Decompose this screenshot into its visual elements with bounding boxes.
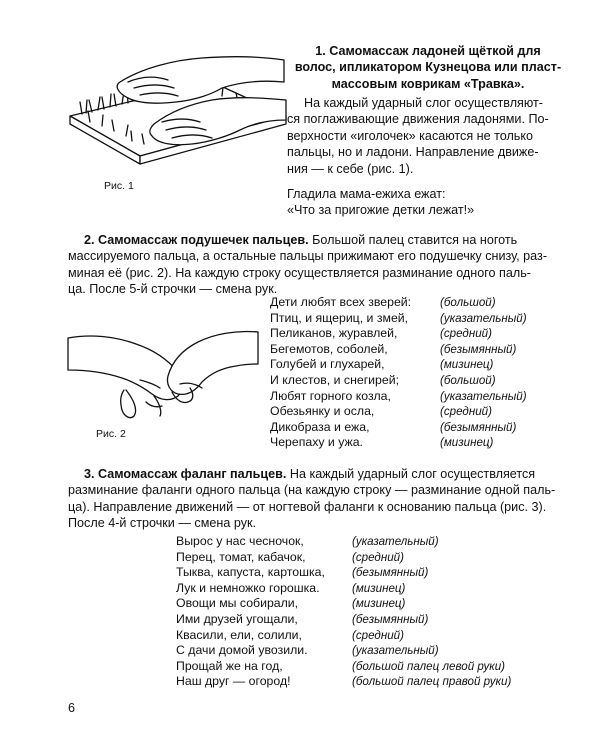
poem-row: Обезьянку и осла, (средний) <box>270 404 590 420</box>
poem-line: Вырос у нас чесночок, <box>176 534 304 548</box>
poem-line: Дикобраза и ежа, <box>270 419 370 434</box>
finger-label: (указательный) <box>440 311 527 325</box>
section-3-intro-line: После 4-й строчки — смена рук. <box>68 516 257 531</box>
poem-row: Прощай же на год, (большой палец левой ру… <box>176 659 596 675</box>
poem-line: Голубей и глухарей, <box>270 357 385 372</box>
section-1-body-line: ся поглаживающие движения ладонями. По- <box>287 112 549 127</box>
finger-label: (указательный) <box>352 644 439 658</box>
poem-line: Птиц, и ящериц, и змей, <box>270 310 409 325</box>
poem-line: С дачи домой увозили. <box>176 643 308 658</box>
finger-label: (безымянный) <box>352 566 429 580</box>
finger-pad-massage-illustration <box>67 330 259 419</box>
section-1-body-line: ния — к себе (рис. 1). <box>287 161 414 176</box>
section-1-body-line: верхности «иголочек» касаются не только <box>287 128 534 143</box>
poem-line: Дети любят всех зверей: <box>270 295 412 309</box>
poem-line: И клестов, и снегирей; <box>270 372 400 387</box>
poem-line: Черепаху и ужа. <box>270 435 363 450</box>
section-1-body-line: На каждый ударный слог осуществляют- <box>304 96 543 110</box>
section-2-intro-line: миная её (рис. 2). На каждую строку осущ… <box>68 265 531 280</box>
poem-row: Дикобраза и ежа, (безымянный) <box>270 420 590 436</box>
section-3-intro-line: ца). Направление движений — от ногтевой … <box>68 499 547 514</box>
poem-line: Перец, томат, кабачок, <box>176 549 306 564</box>
poem-row: С дачи домой увозили. (указательный) <box>176 643 596 659</box>
figure-1 <box>62 38 292 173</box>
section-3-title: 3. Самомассаж фаланг пальцев. <box>84 467 287 481</box>
finger-label: (средний) <box>352 550 404 564</box>
figure-2 <box>64 318 260 428</box>
poem-line: Тыква, капуста, картошка, <box>176 565 325 580</box>
poem-row: Тыква, капуста, картошка, (безымянный) <box>176 565 596 581</box>
finger-label: (средний) <box>440 405 492 419</box>
section-1-body-line: пальцы, но и ладони. Направление движе- <box>287 145 539 160</box>
poem-line: Ими друзей угощали, <box>176 611 298 626</box>
verse-line: Гладила мама-ежиха ежат: <box>287 187 446 201</box>
section-2-intro: 2. Самомассаж подушечек пальцев. Большой… <box>68 232 588 298</box>
section-3-first-line: 3. Самомассаж фаланг пальцев. На каждый … <box>68 466 588 482</box>
finger-label: (мизинец) <box>352 597 406 611</box>
finger-label: (большой палец правой руки) <box>352 675 512 689</box>
section-3-intro-text: На каждый ударный слог осуществляется <box>289 467 536 481</box>
figure-2-caption: Рис. 2 <box>96 428 126 440</box>
poem-line: Прощай же на год, <box>176 658 283 673</box>
section-2-intro-line: ца. После 5-й строчки — смена рук. <box>68 282 278 297</box>
poem-line: Наш друг — огород! <box>176 674 291 689</box>
poem-row: Наш друг — огород! (большой палец правой … <box>176 674 596 690</box>
finger-label: (мизинец) <box>352 581 406 595</box>
poem-row: Овощи мы собирали, (мизинец) <box>176 596 596 612</box>
finger-label: (безымянный) <box>440 420 517 434</box>
poem-row: Пеликанов, журавлей, (средний) <box>270 326 590 342</box>
poem-row: Лук и немножко горошка. (мизинец) <box>176 581 596 597</box>
poem-line: Лук и немножко горошка. <box>176 580 320 595</box>
poem-2: Дети любят всех зверей: (большой) Птиц, и… <box>270 295 590 451</box>
poem-row: Птиц, и ящериц, и змей, (указательный) <box>270 311 590 327</box>
page-number: 6 <box>68 701 76 715</box>
finger-label: (указательный) <box>352 535 439 548</box>
section-1-title-line: массовым коврикам «Травка». <box>331 76 525 91</box>
finger-label: (средний) <box>440 327 492 341</box>
section-1-title: 1. Самомассаж ладоней щёткой для волос, … <box>278 43 578 92</box>
section-1-title-line: 1. Самомассаж ладоней щёткой для <box>315 44 541 58</box>
section-1-verse: Гладила мама-ежиха ежат: «Что за пригожи… <box>287 186 583 219</box>
finger-label: (средний) <box>352 628 404 642</box>
poem-line: Пеликанов, журавлей, <box>270 326 398 341</box>
section-2-title: 2. Самомассаж подушечек пальцев. <box>84 233 309 247</box>
poem-3: Вырос у нас чесночок, (указательный) Пере… <box>176 534 596 690</box>
poem-line: Квасили, ели, солили, <box>176 627 302 642</box>
section-2-intro-text: Большой палец ставится на ноготь <box>312 233 518 247</box>
figure-1-caption: Рис. 1 <box>104 180 134 192</box>
poem-line: Любят горного козла, <box>270 388 391 403</box>
poem-line: Бегемотов, соболей, <box>270 341 388 356</box>
finger-label: (безымянный) <box>352 612 429 626</box>
poem-row: Любят горного козла, (указательный) <box>270 389 590 405</box>
poem-line: Обезьянку и осла, <box>270 404 375 419</box>
finger-label: (большой) <box>440 373 496 387</box>
poem-row: И клестов, и снегирей; (большой) <box>270 373 590 389</box>
section-1-title-line: волос, ипликатором Кузнецова или пласт- <box>294 60 562 75</box>
finger-label: (большой) <box>440 296 496 309</box>
section-3-intro: 3. Самомассаж фаланг пальцев. На каждый … <box>68 466 588 532</box>
poem-row: Дети любят всех зверей: (большой) <box>270 295 590 311</box>
section-2-intro-line: массируемого пальца, а остальные пальцы … <box>68 249 548 264</box>
section-1-body: На каждый ударный слог осуществляют- ся … <box>287 95 583 177</box>
massage-mat-hands-illustration <box>69 56 287 165</box>
finger-label: (безымянный) <box>440 342 517 356</box>
finger-label: (большой палец левой руки) <box>352 659 506 673</box>
poem-row: Вырос у нас чесночок, (указательный) <box>176 534 596 550</box>
section-2-first-line: 2. Самомассаж подушечек пальцев. Большой… <box>68 232 588 248</box>
finger-label: (мизинец) <box>440 358 494 372</box>
poem-row: Черепаху и ужа. (мизинец) <box>270 435 590 451</box>
poem-row: Голубей и глухарей, (мизинец) <box>270 357 590 373</box>
poem-row: Квасили, ели, солили, (средний) <box>176 628 596 644</box>
section-3-intro-line: разминание фаланги одного пальца (на каж… <box>68 483 556 498</box>
poem-row: Перец, томат, кабачок, (средний) <box>176 550 596 566</box>
poem-row: Бегемотов, соболей, (безымянный) <box>270 342 590 358</box>
verse-line: «Что за пригожие детки лежат!» <box>287 203 475 218</box>
poem-line: Овощи мы собирали, <box>176 596 299 611</box>
finger-label: (мизинец) <box>440 436 494 450</box>
finger-label: (указательный) <box>440 389 527 403</box>
poem-row: Ими друзей угощали, (безымянный) <box>176 612 596 628</box>
